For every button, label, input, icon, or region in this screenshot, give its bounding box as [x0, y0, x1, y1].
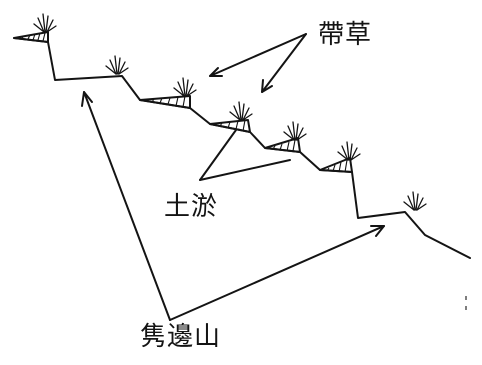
grass-strip-leaders: [210, 34, 306, 92]
grass-tuft-7: [404, 192, 426, 210]
soil-wedge-3: [210, 120, 250, 132]
grass-tuft-1: [34, 14, 56, 32]
grass-tuft-4: [230, 102, 252, 120]
label-grass-strip: 帶草: [318, 22, 372, 48]
grass-tuft-2: [106, 56, 128, 74]
soil-silt-leaders: [200, 130, 290, 180]
grass-tuft-3: [174, 78, 196, 96]
grass-tuft-6: [338, 142, 360, 160]
grass-tuft-5: [284, 122, 306, 140]
soil-wedge-1: [14, 32, 48, 42]
slope-profile-line: [14, 38, 470, 258]
label-slope: 隽邊山: [140, 324, 221, 350]
slope-leaders: [82, 92, 384, 320]
label-soil-silt: 土淤: [164, 194, 218, 220]
soil-deposit-wedges: [14, 32, 352, 172]
soil-wedge-2: [140, 96, 190, 108]
